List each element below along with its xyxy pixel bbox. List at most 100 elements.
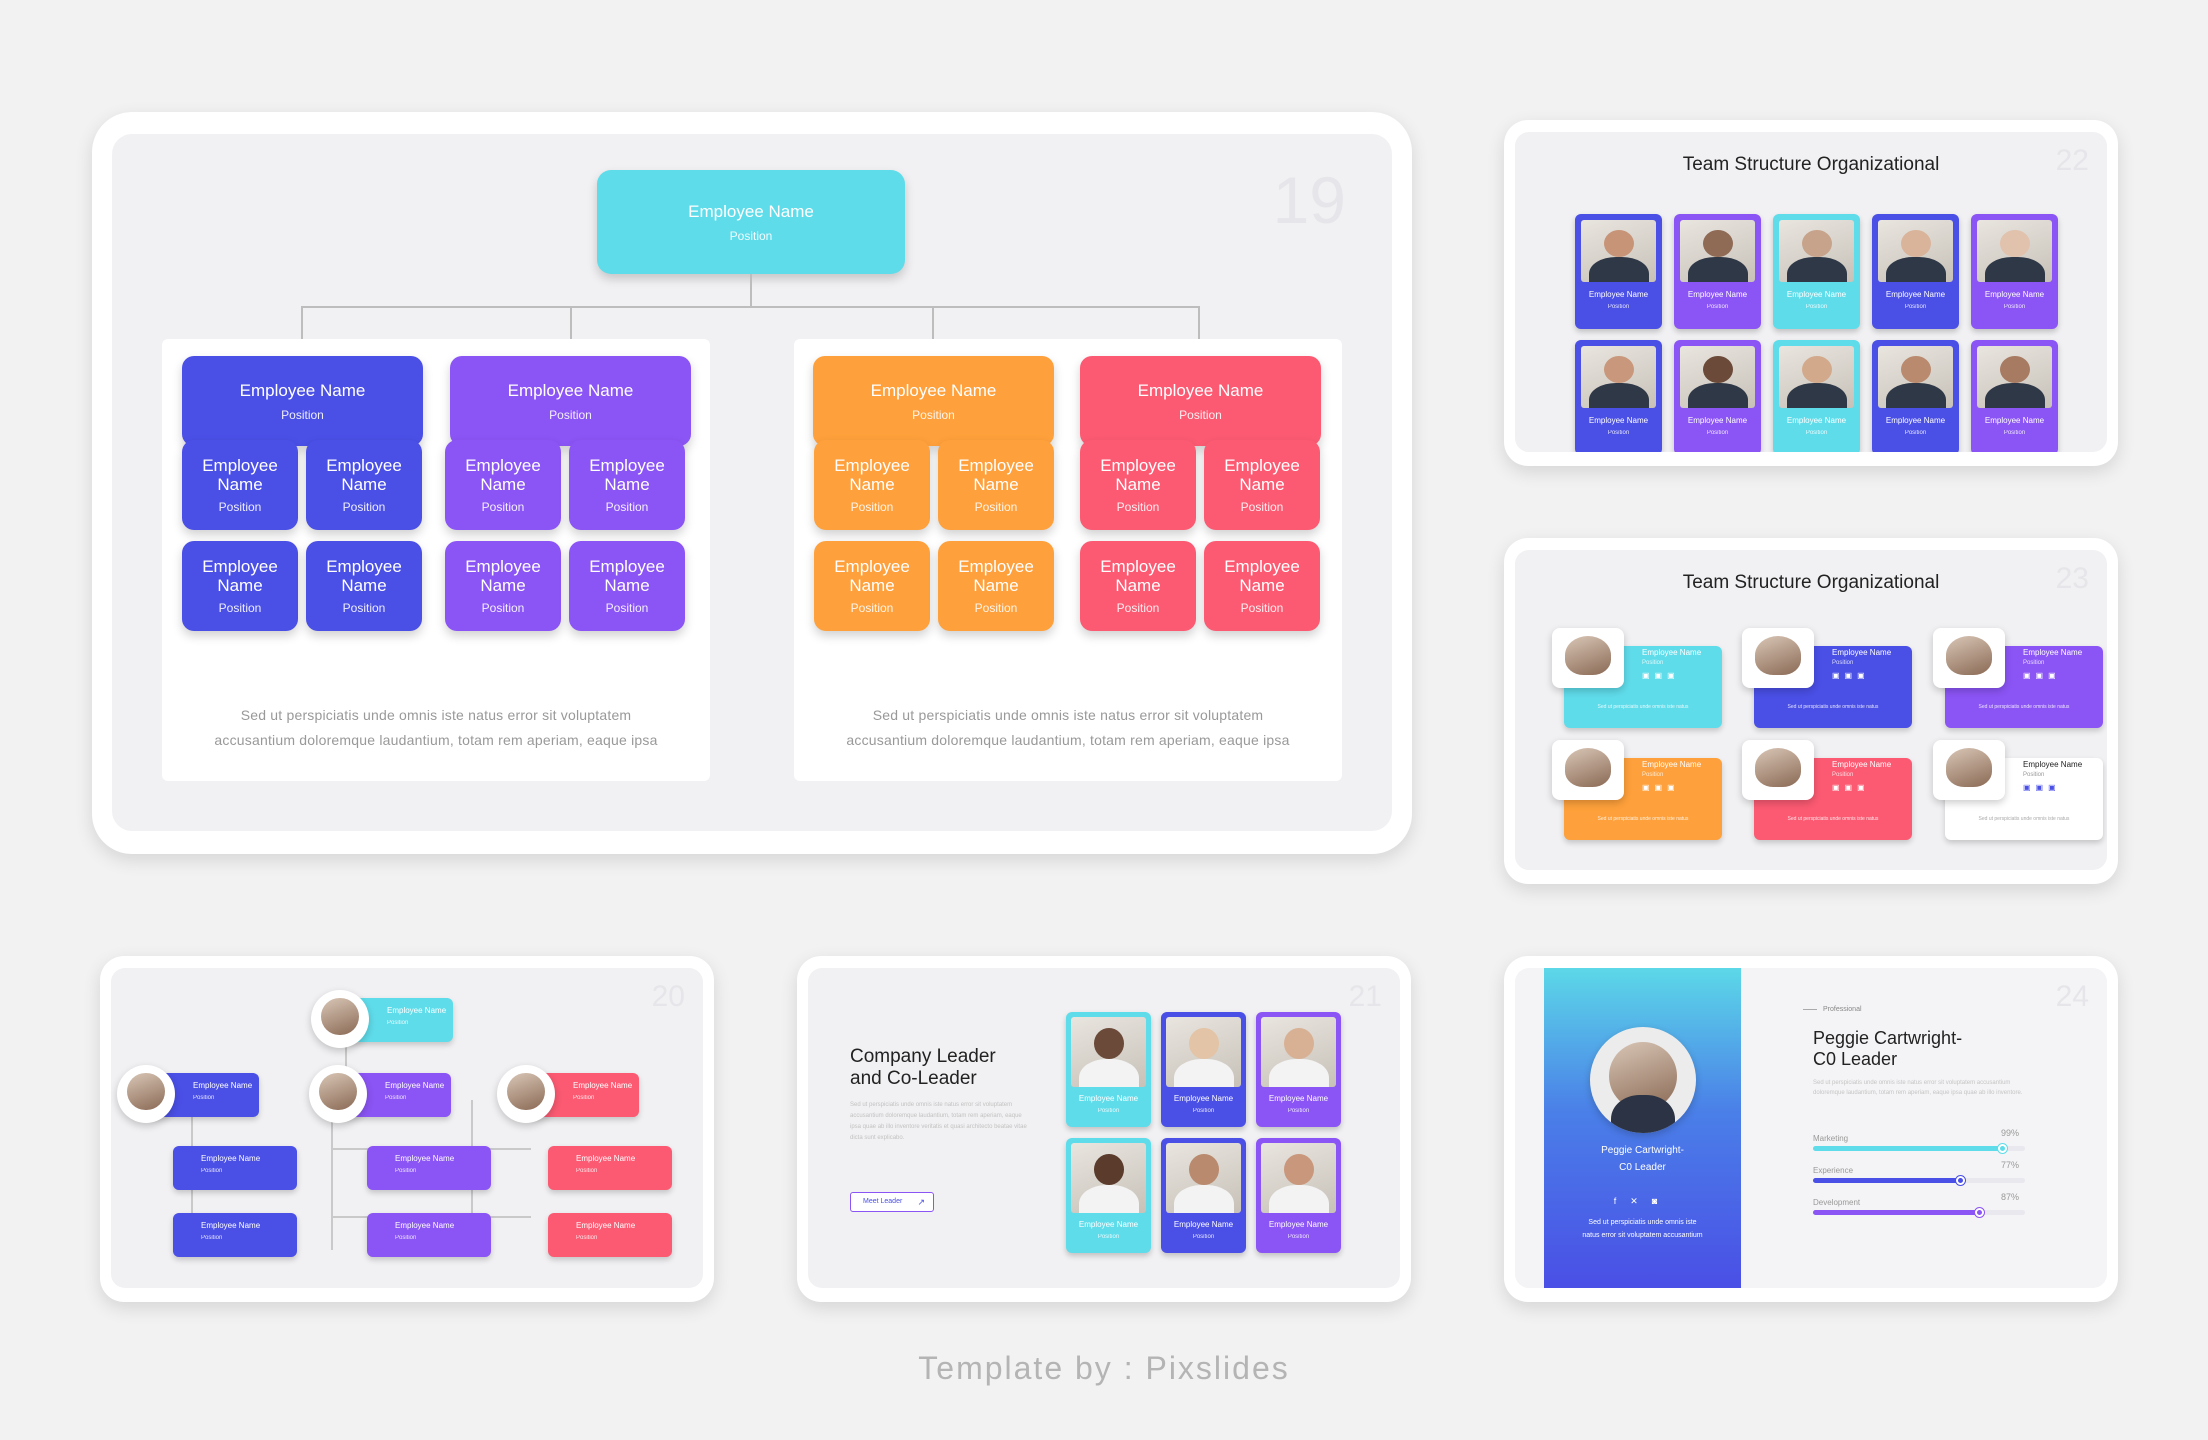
employee-name: Employee Name	[1078, 1094, 1139, 1103]
employee-position: Position	[395, 1168, 417, 1174]
slide-21-card[interactable]: 21 Company Leader and Co-Leader Sed ut p…	[797, 956, 1411, 1302]
slide-22-card[interactable]: 22 Team Structure Organizational Employe…	[1504, 120, 2118, 466]
slide-19-card[interactable]: 19 Employee Name Position Employee Name …	[92, 112, 1412, 854]
skill-bar-handle[interactable]	[1998, 1144, 2007, 1153]
employee-name: Employee Name	[1100, 456, 1176, 494]
employee-photo	[1261, 1017, 1336, 1087]
x-icon[interactable]: ✕	[1630, 1196, 1652, 1206]
employee-position: Position	[1097, 1108, 1120, 1114]
employee-photo	[117, 1065, 175, 1123]
slide-21: 21 Company Leader and Co-Leader Sed ut p…	[808, 968, 1400, 1288]
slide-title: Team Structure Organizational	[1682, 154, 1940, 175]
heading-line: Peggie Cartwright-	[1813, 1028, 1963, 1048]
slide-24-card[interactable]: 24 Peggie Cartwright- C0 Leader f✕◙ Sed …	[1504, 956, 2118, 1302]
department-head[interactable]: Employee Name Position	[1080, 356, 1321, 446]
slide-23-card[interactable]: 23 Team Structure Organizational Employe…	[1504, 538, 2118, 884]
department-head[interactable]: Employee Name Position	[813, 356, 1054, 446]
org-top-node[interactable]: Employee Name Position	[597, 170, 905, 274]
employee-name: Employee Name	[1687, 290, 1748, 299]
employee-photo	[311, 990, 369, 1048]
employee-position: Position	[605, 500, 649, 514]
employee-name: Employee Name	[1885, 290, 1946, 299]
employee-name: Employee Name	[395, 1154, 455, 1163]
employee-position: Position	[1116, 500, 1160, 514]
skill-bar-handle[interactable]	[1956, 1176, 1965, 1185]
skill-label: Development	[1813, 1198, 1861, 1207]
employee-photo	[1977, 346, 2052, 408]
department-head[interactable]: Employee Name Position	[450, 356, 691, 446]
name-line: Peggie Cartwright-	[1601, 1145, 1684, 1156]
skill-bar-handle[interactable]	[1975, 1208, 1984, 1217]
team-description: Sed ut perspiciatis unde omnis iste natu…	[214, 707, 658, 748]
department-head[interactable]: Employee Name Position	[182, 356, 423, 446]
meet-leader-button[interactable]: Meet Leader ↗	[850, 1192, 934, 1212]
employee-photo	[1166, 1143, 1241, 1213]
employee-name: Employee Name	[201, 1221, 261, 1230]
employee-name: Employee Name	[507, 380, 634, 400]
employee-name: Employee Name	[193, 1081, 253, 1090]
employee-name: Employee Name	[688, 201, 814, 221]
employee-position: Position	[549, 407, 592, 422]
connector-line	[331, 1148, 391, 1150]
employee-photo	[309, 1065, 367, 1123]
facebook-icon[interactable]: f	[1613, 1196, 1631, 1206]
employee-name: Employee Name	[1224, 557, 1300, 595]
employee-position: Position	[481, 500, 525, 514]
employee-photo	[1742, 740, 1814, 800]
section-label: Professional	[1803, 1006, 1862, 1013]
employee-photo	[1680, 220, 1755, 282]
employee-name: Employee Name	[870, 380, 997, 400]
profile-card: Peggie Cartwright- C0 Leader f✕◙ Sed ut …	[1544, 968, 1741, 1288]
employee-photo	[1071, 1017, 1146, 1087]
employee-photo	[1878, 346, 1953, 408]
employee-position: Position	[1642, 772, 1664, 778]
employee-position: Position	[1097, 1234, 1120, 1240]
instagram-icon[interactable]: ◙	[1651, 1196, 1672, 1206]
employee-position: Position	[1904, 304, 1927, 310]
employee-position: Position	[729, 228, 773, 243]
employee-name: Employee Name	[201, 1154, 261, 1163]
employee-position: Position	[385, 1095, 407, 1101]
connector-line	[1198, 306, 1200, 350]
employee-name: Employee Name	[958, 456, 1034, 494]
